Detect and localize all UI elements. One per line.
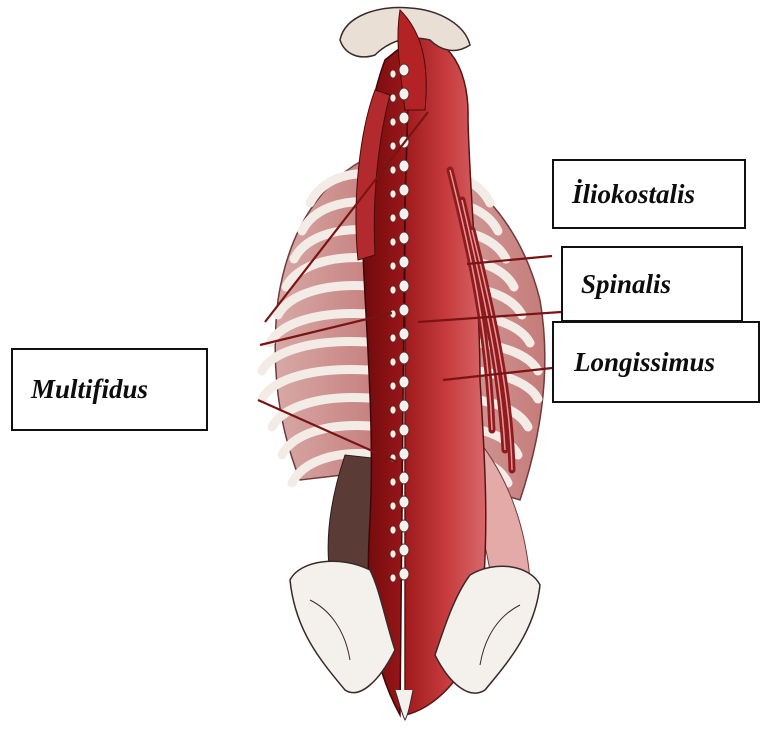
label-multifidus: Multifidus <box>11 348 208 431</box>
vertebra <box>399 328 409 340</box>
label-multifidus-text: Multifidus <box>31 374 148 405</box>
vertebra-process <box>390 262 396 270</box>
label-longissimus: Longissimus <box>552 321 760 403</box>
label-spinalis: Spinalis <box>561 246 743 322</box>
vertebra <box>399 160 409 172</box>
vertebra-process <box>390 430 396 438</box>
vertebra-process <box>390 526 396 534</box>
vertebra <box>399 64 409 76</box>
vertebra-process <box>390 286 396 294</box>
vertebra <box>399 520 409 532</box>
vertebra <box>399 304 409 316</box>
vertebra-process <box>390 94 396 102</box>
vertebra <box>399 352 409 364</box>
vertebra <box>399 256 409 268</box>
label-spinalis-text: Spinalis <box>581 269 671 300</box>
vertebra-process <box>390 142 396 150</box>
vertebra-process <box>390 574 396 582</box>
vertebra-process <box>390 550 396 558</box>
vertebra-process <box>390 358 396 366</box>
label-iliokostalis: İliokostalis <box>552 159 746 229</box>
vertebra <box>399 448 409 460</box>
vertebra <box>399 232 409 244</box>
vertebra <box>399 376 409 388</box>
vertebra <box>399 112 409 124</box>
vertebra-process <box>390 214 396 222</box>
vertebra-process <box>390 382 396 390</box>
vertebra <box>399 496 409 508</box>
vertebra <box>399 184 409 196</box>
vertebra <box>399 568 409 580</box>
vertebra-process <box>390 70 396 78</box>
vertebra-process <box>390 238 396 246</box>
label-longissimus-text: Longissimus <box>574 347 715 378</box>
vertebra-process <box>390 334 396 342</box>
vertebra <box>399 544 409 556</box>
vertebra-process <box>390 166 396 174</box>
vertebra <box>399 208 409 220</box>
vertebra-process <box>390 190 396 198</box>
vertebra-process <box>390 118 396 126</box>
vertebra <box>399 88 409 100</box>
vertebra <box>399 424 409 436</box>
vertebra-process <box>390 406 396 414</box>
vertebra <box>399 400 409 412</box>
label-iliokostalis-text: İliokostalis <box>572 179 695 210</box>
vertebra <box>399 280 409 292</box>
vertebra-process <box>390 502 396 510</box>
vertebra <box>399 472 409 484</box>
vertebra-process <box>390 478 396 486</box>
